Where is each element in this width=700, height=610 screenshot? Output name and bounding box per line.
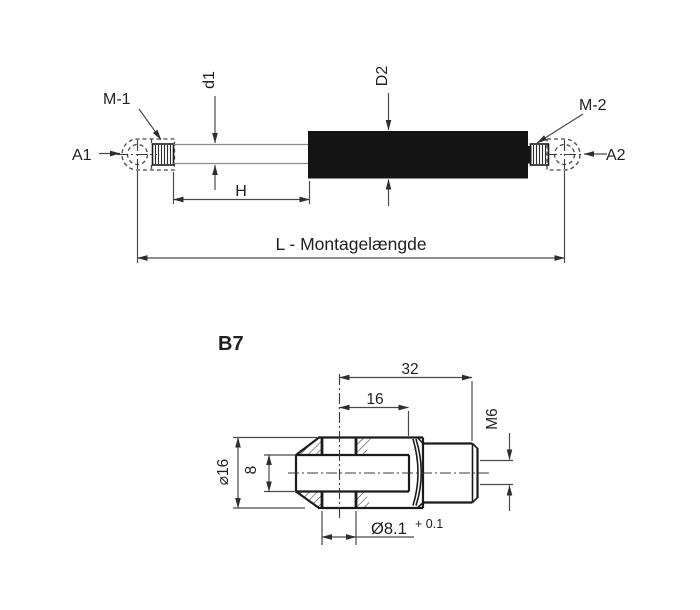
dim-16: 16 (339, 391, 410, 436)
label-h: H (235, 183, 247, 200)
label-m1: M-1 (103, 91, 131, 108)
dim-hole-value: Ø8.1 (371, 520, 407, 538)
dim-d2: D2 (374, 66, 392, 206)
dim-8-value: 8 (243, 466, 260, 475)
label-montagelaengde: L - Montagelængde (275, 234, 426, 254)
dim-l: L - Montagelængde (136, 171, 566, 263)
dim-m6: M6 (480, 408, 513, 511)
label-a1: A1 (72, 147, 92, 164)
dim-h: H (172, 172, 311, 204)
dim-hole: Ø8.1 + 0.1 (321, 511, 443, 545)
dim-dia16-value: ⌀16 (215, 459, 232, 486)
thread-left (151, 143, 175, 166)
thread-boss (423, 442, 479, 504)
cylinder-body (308, 131, 528, 179)
detail-drawing-b7: B7 (215, 333, 513, 545)
label-m2: M-2 (579, 97, 607, 114)
leader-m1: M-1 (103, 91, 162, 140)
detail-title: B7 (218, 333, 244, 355)
dim-a2: A2 (583, 147, 626, 164)
dim-32-value: 32 (401, 361, 418, 378)
piston-rod (173, 143, 308, 165)
eyelet-left (117, 138, 176, 171)
dim-dia16: ⌀16 (215, 436, 317, 509)
label-d1: d1 (201, 71, 218, 89)
dim-8: 8 (243, 454, 296, 493)
label-a2: A2 (606, 147, 626, 164)
dim-hole-tolerance: + 0.1 (415, 517, 443, 531)
dim-16-value: 16 (366, 391, 383, 408)
dim-32: 32 (339, 361, 473, 441)
leader-m2: M-2 (536, 97, 607, 144)
dim-a1: A1 (72, 147, 121, 164)
dim-m6-value: M6 (484, 408, 501, 430)
centerlines (288, 374, 492, 518)
label-d2: D2 (374, 66, 391, 87)
eyelet-right (546, 138, 582, 171)
thread-right (529, 143, 550, 166)
assembly-drawing: A1 M-1 d1 D2 M-2 A2 (72, 66, 626, 263)
dim-d1: d1 (201, 71, 218, 190)
